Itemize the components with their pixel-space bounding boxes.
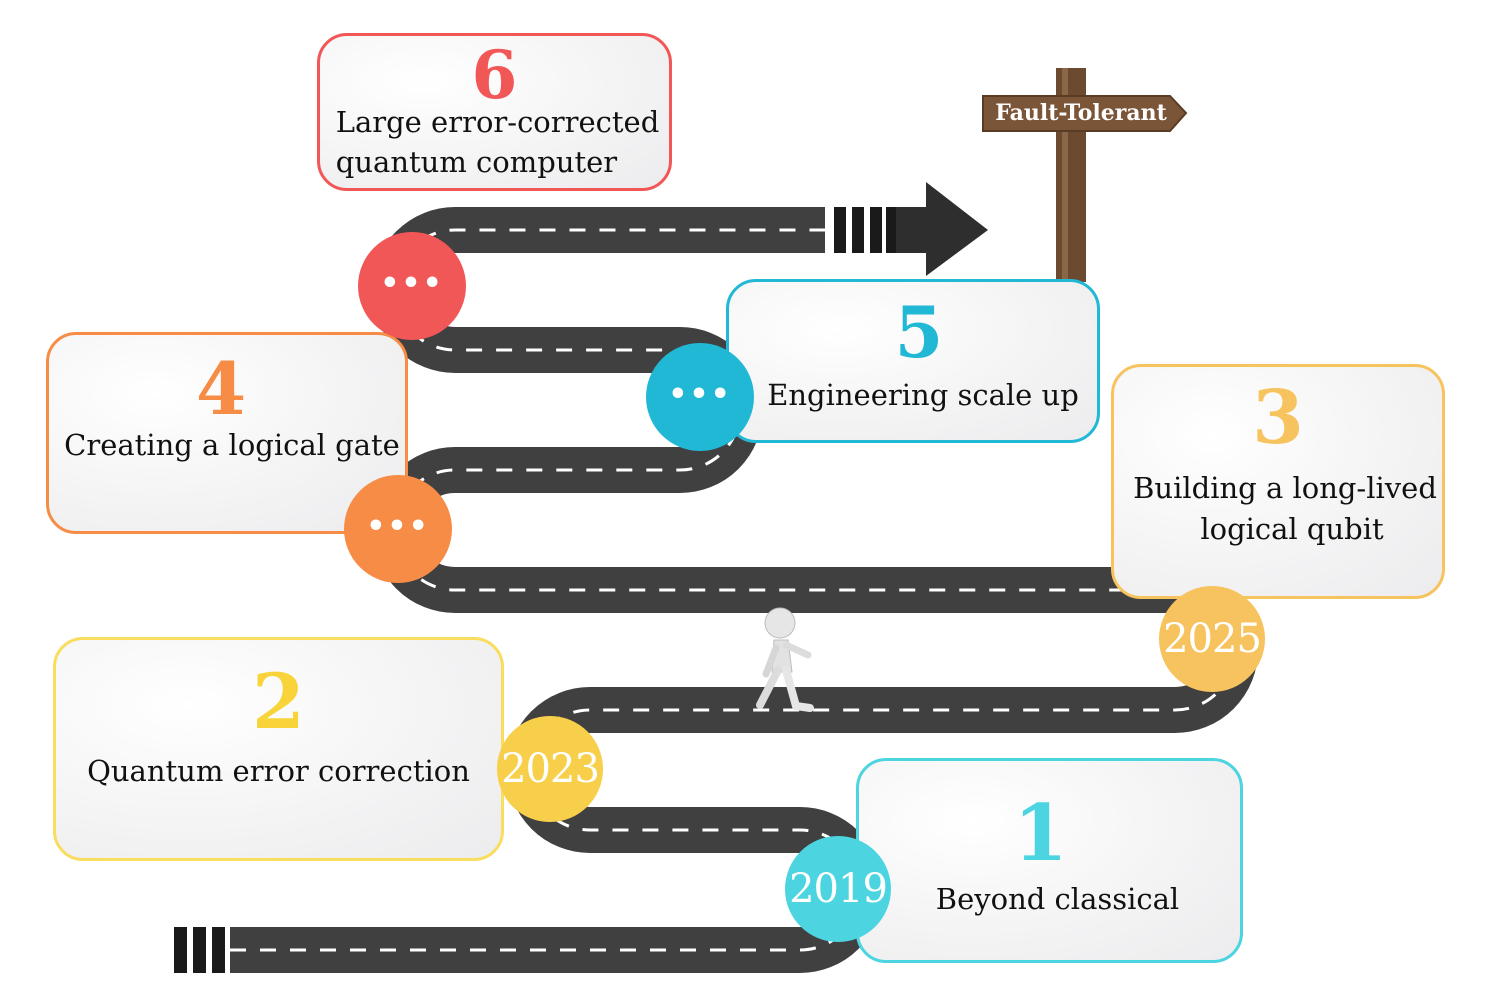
milestone-6-card: 6 Large error-corrected quantum computer	[317, 33, 672, 191]
node-year-2019: 2019	[785, 836, 891, 942]
milestone-4-card: 4 Creating a logical gate	[46, 332, 408, 534]
milestone-6-text-line2: quantum computer	[335, 145, 618, 179]
milestone-2-card: 2 Quantum error correction	[53, 637, 504, 861]
milestone-3-text: Building a long-lived	[1133, 471, 1437, 505]
milestone-2-number: 2	[252, 657, 305, 746]
milestone-5-number: 5	[894, 291, 944, 374]
milestone-6-number: 6	[471, 36, 518, 114]
signpost-icon	[982, 68, 1188, 282]
milestone-5-card: 5 Engineering scale up	[726, 279, 1100, 443]
road-lane-dashes	[230, 228, 1237, 952]
node-2025-label: 2025	[1163, 616, 1262, 662]
milestone-4-text: Creating a logical gate	[64, 428, 400, 462]
node-2023-label: 2023	[501, 746, 600, 792]
node-upcoming-4: •••	[344, 475, 452, 583]
end-stripes	[834, 207, 896, 253]
milestone-4-number: 4	[195, 346, 247, 431]
milestone-3-card: 3 Building a long-lived logical qubit	[1111, 364, 1445, 599]
milestone-3-text-line2: logical qubit	[1200, 512, 1384, 546]
milestone-3-number: 3	[1252, 375, 1304, 461]
road-end-arrow-icon	[896, 182, 988, 276]
milestone-1-number: 1	[1013, 788, 1068, 879]
signpost-label: Fault-Tolerant	[995, 100, 1167, 126]
ellipsis-icon: •••	[380, 265, 444, 301]
milestone-6-text: Large error-corrected	[335, 105, 660, 139]
node-2019-label: 2019	[789, 866, 888, 912]
milestone-5-text: Engineering scale up	[767, 378, 1079, 412]
start-stripes	[174, 927, 225, 973]
milestone-2-text: Quantum error correction	[87, 754, 470, 788]
node-upcoming-6: •••	[358, 232, 466, 340]
ellipsis-icon: •••	[668, 376, 732, 412]
walking-person-icon	[756, 607, 814, 712]
node-year-2023: 2023	[497, 716, 603, 822]
milestone-1-text: Beyond classical	[935, 882, 1180, 916]
ellipsis-icon: •••	[366, 508, 430, 544]
milestone-1-card: 1 Beyond classical	[856, 758, 1243, 963]
node-year-2025: 2025	[1159, 586, 1265, 692]
node-upcoming-5: •••	[646, 343, 754, 451]
